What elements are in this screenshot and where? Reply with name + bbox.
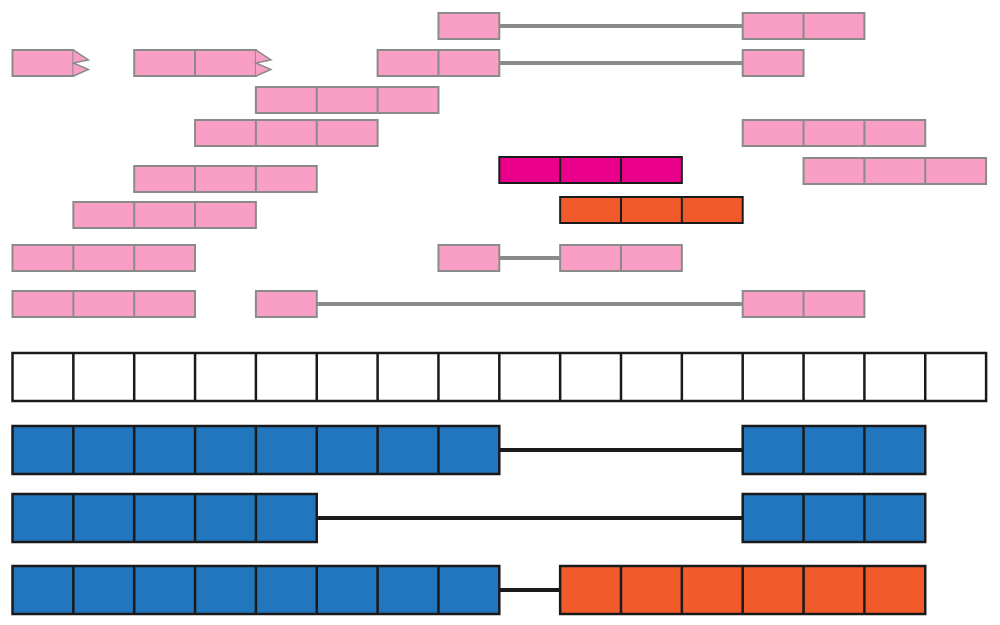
read [802, 157, 988, 185]
read-segment [254, 290, 318, 318]
read-segment [437, 244, 501, 272]
transcript [11, 424, 927, 476]
variant-read-segment [559, 196, 744, 224]
transcript-isoforms [11, 424, 927, 616]
read-segment-box [133, 165, 318, 193]
read-segment [741, 119, 927, 147]
highlighted-read-segment [498, 156, 683, 184]
clip-chevron-icon [70, 49, 91, 77]
read-segment [741, 12, 866, 40]
read [437, 12, 866, 40]
variant-read-segment-box [559, 196, 744, 224]
read-segment-box [11, 244, 197, 272]
exon-box [11, 492, 318, 544]
read [254, 86, 440, 114]
read-segment [437, 12, 501, 40]
read-segment [559, 244, 683, 272]
read [741, 119, 927, 147]
highlighted-read-segment-box [498, 156, 683, 184]
read-segment [11, 49, 75, 77]
transcript [11, 492, 927, 544]
read-segment [254, 86, 440, 114]
read-segment [72, 201, 257, 229]
exon [11, 564, 501, 616]
read-segment-box [72, 201, 257, 229]
read-segment [741, 290, 866, 318]
read-segment-box [741, 49, 805, 77]
exon [11, 492, 318, 544]
read-segment-box [437, 244, 501, 272]
read-segment [194, 119, 379, 147]
read [133, 165, 318, 193]
exon [741, 424, 927, 476]
read-segment-box [11, 49, 75, 77]
exon [11, 424, 501, 476]
reference-sequence [11, 351, 988, 403]
read-segment-box [254, 86, 440, 114]
highlighted-read [498, 156, 683, 184]
read-segment [376, 49, 501, 77]
read-segment-box [802, 157, 988, 185]
read [437, 244, 683, 272]
reference-row [11, 351, 988, 403]
read [11, 290, 197, 318]
read-segment-box [741, 119, 927, 147]
read-segment-box [254, 290, 318, 318]
read [376, 49, 805, 77]
read [133, 49, 273, 77]
exon [741, 492, 927, 544]
read-segment [11, 244, 197, 272]
read-segment-box [437, 12, 501, 40]
read-segment [802, 157, 988, 185]
read [254, 290, 866, 318]
variant-read [559, 196, 744, 224]
read-segment [11, 290, 197, 318]
read [72, 201, 257, 229]
read [11, 49, 91, 77]
read-segment-box [11, 290, 197, 318]
transcript [11, 564, 927, 616]
read-segment-box [194, 119, 379, 147]
exon-box [741, 492, 927, 544]
read-segment [133, 49, 257, 77]
exon-box [741, 424, 927, 476]
clip-chevron-icon [253, 49, 273, 77]
read-segment [741, 49, 805, 77]
read [11, 244, 197, 272]
variant-exon [558, 564, 927, 616]
read [194, 119, 379, 147]
read-segment [133, 165, 318, 193]
aligned-reads [11, 12, 988, 318]
